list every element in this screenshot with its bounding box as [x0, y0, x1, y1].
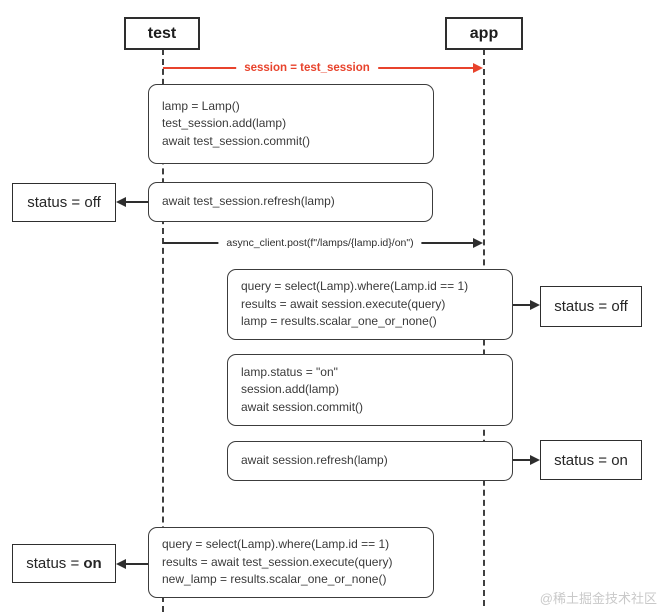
code-line: query = select(Lamp).where(Lamp.id == 1) — [241, 279, 469, 294]
code-line: results = await session.execute(query) — [241, 296, 446, 311]
arrowhead-right-icon — [473, 63, 483, 73]
code-line: await session.commit() — [241, 399, 364, 414]
actor-app: app — [445, 17, 523, 50]
code-line: lamp = results.scalar_one_or_none() — [241, 314, 437, 329]
code-line: results = await test_session.execute(que… — [162, 554, 393, 569]
code-line: await session.refresh(lamp) — [241, 453, 388, 468]
code-block-refresh-test: await test_session.refresh(lamp) — [148, 182, 433, 222]
arrow-line — [513, 459, 531, 461]
code-line: new_lamp = results.scalar_one_or_none() — [162, 572, 387, 587]
status-value: off — [611, 298, 628, 315]
lifeline-test — [162, 49, 164, 612]
status-box-left-off: status = off — [12, 183, 116, 222]
status-box-left-on: status = on — [12, 544, 116, 583]
arrowhead-right-icon — [530, 300, 540, 310]
code-block-query-session: query = select(Lamp).where(Lamp.id == 1)… — [227, 269, 513, 340]
status-prefix: status = — [554, 451, 612, 469]
watermark: @稀土掘金技术社区 — [539, 591, 657, 606]
status-box-right-off: status = off — [540, 286, 642, 327]
message-post-label: async_client.post(f"/lamps/{lamp.id}/on"… — [218, 237, 422, 249]
code-block-query-test: query = select(Lamp).where(Lamp.id == 1)… — [148, 527, 434, 598]
arrow-line — [513, 304, 531, 306]
status-value: on — [611, 451, 628, 469]
actor-app-label: app — [469, 24, 499, 42]
code-line: test_session.add(lamp) — [162, 116, 287, 131]
arrow-line — [125, 563, 148, 565]
status-value: on — [83, 555, 102, 572]
code-block-create-lamp: lamp = Lamp() test_session.add(lamp) awa… — [148, 84, 434, 164]
code-line: lamp.status = "on" — [241, 364, 338, 379]
code-line: lamp = Lamp() — [162, 98, 240, 113]
actor-test-label: test — [147, 24, 177, 42]
status-prefix: status = — [26, 555, 84, 572]
status-box-right-on: status = on — [540, 440, 642, 480]
status-prefix: status = — [554, 298, 612, 315]
status-prefix: status = — [27, 194, 85, 211]
arrowhead-right-icon — [530, 455, 540, 465]
code-block-set-status: lamp.status = "on" session.add(lamp) awa… — [227, 354, 513, 426]
arrowhead-left-icon — [116, 559, 126, 569]
arrowhead-left-icon — [116, 197, 126, 207]
code-line: await test_session.commit() — [162, 133, 311, 148]
actor-test: test — [124, 17, 200, 50]
message-session-assign-label: session = test_session — [236, 62, 378, 74]
code-line: query = select(Lamp).where(Lamp.id == 1) — [162, 537, 390, 552]
code-line: session.add(lamp) — [241, 382, 340, 397]
status-value: off — [84, 194, 101, 211]
arrowhead-right-icon — [473, 238, 483, 248]
code-block-refresh-session: await session.refresh(lamp) — [227, 441, 513, 481]
code-line: await test_session.refresh(lamp) — [162, 194, 335, 209]
arrow-line — [125, 201, 148, 203]
